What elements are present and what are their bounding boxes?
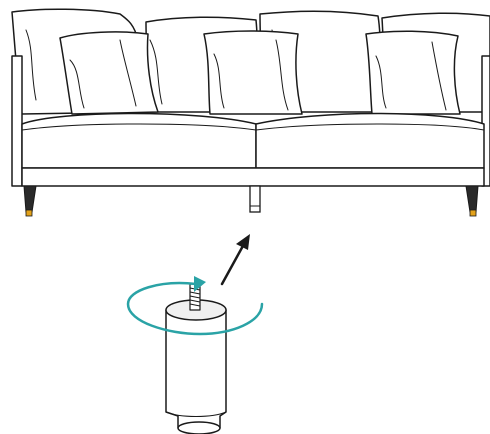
pillow-left-fold <box>69 39 137 109</box>
pillow-center <box>203 30 303 115</box>
sofa-leg-left <box>23 185 37 217</box>
leg-body-line <box>165 411 227 417</box>
pillow-right <box>365 30 461 115</box>
sofa <box>11 8 490 187</box>
pillow-center-fold <box>213 39 289 111</box>
leg-foot <box>177 421 221 434</box>
pillow-right-fold <box>375 41 447 111</box>
leg-body <box>165 309 227 434</box>
throw-pillows <box>59 30 461 115</box>
sofa-leg-center <box>249 185 261 213</box>
sofa-leg-right <box>465 185 479 217</box>
sofa-base <box>21 167 485 187</box>
rotate-clockwise-icon <box>126 276 264 336</box>
arm-left <box>11 55 23 187</box>
pillow-left <box>59 31 159 115</box>
seat-cushion-left <box>21 112 257 169</box>
seat-piping <box>21 123 485 131</box>
arm-right <box>481 55 490 187</box>
seat-cushion-right <box>255 112 485 169</box>
sofa-legs <box>23 185 479 217</box>
arrow-up-right-icon <box>220 234 250 286</box>
back-cushion-fold <box>25 29 405 105</box>
detached-leg <box>165 283 227 434</box>
